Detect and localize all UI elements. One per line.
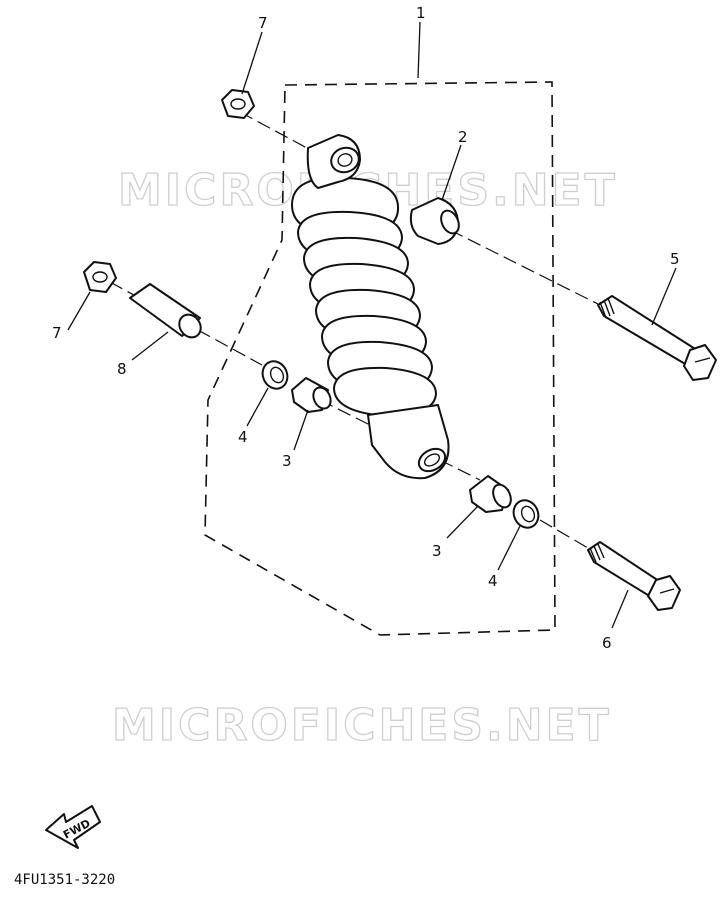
callout-8: 8 [117, 360, 127, 378]
nut-part-7-left[interactable] [83, 261, 117, 293]
bolt-part-6[interactable] [587, 541, 681, 611]
collar-part-3-right[interactable] [469, 475, 514, 513]
callout-4-right: 4 [488, 572, 498, 590]
collar-part-3-left[interactable] [291, 377, 334, 413]
watermark-bottom: MICROFICHES.NET [112, 700, 612, 751]
spring-coils [291, 176, 437, 417]
nut-part-7-top[interactable] [221, 89, 255, 119]
callout-1: 1 [416, 4, 426, 22]
callout-5: 5 [670, 250, 680, 268]
callout-3-right: 3 [432, 542, 442, 560]
callout-4-left: 4 [238, 428, 248, 446]
lower-eye [417, 447, 447, 473]
washer-part-4-right[interactable] [509, 496, 543, 532]
washer-part-4-left[interactable] [258, 357, 292, 393]
callout-2: 2 [458, 128, 468, 146]
fwd-arrow-icon: FWD [45, 805, 101, 849]
bolt-part-5[interactable] [597, 295, 717, 381]
leader-lines [67, 21, 677, 629]
assembly-boundary [204, 81, 556, 636]
callout-6: 6 [602, 634, 612, 652]
collar-part-2[interactable] [409, 197, 462, 245]
callout-3-left: 3 [282, 452, 292, 470]
spacer-part-8[interactable] [129, 283, 205, 342]
callout-7-left: 7 [52, 324, 62, 342]
callout-7-top: 7 [258, 14, 268, 32]
shock-absorber[interactable] [291, 134, 450, 480]
diagram-code: 4FU1351-3220 [14, 872, 115, 888]
